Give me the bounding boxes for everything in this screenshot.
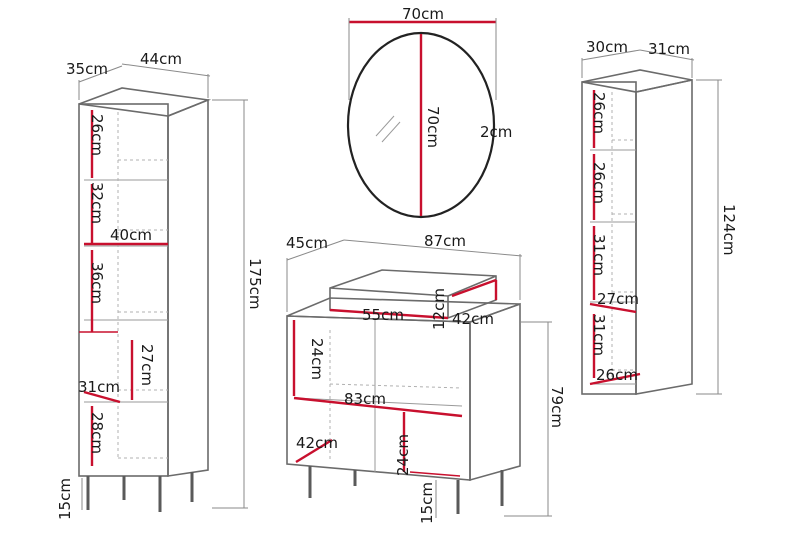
shelf-side [635,79,693,395]
shelf-height-label: 124cm [720,204,738,256]
vanity-width-label: 87cm [424,232,466,250]
vanity-unit: 45cm 87cm 79cm 15cm 55cm 12cm 42cm 24cm … [286,232,566,524]
shelf-bottom-depth-label: 26cm [596,366,638,384]
tall-cabinet-top [78,87,212,117]
vanity-side [469,302,521,482]
mirror-width-label: 70cm [402,5,444,23]
tall-shelf-gap-3-label: 36cm [88,262,106,304]
mirror-height-label: 70cm [424,106,442,148]
shelf-gap-3-label: 31cm [590,234,608,276]
shelf-gap-1-label: 26cm [590,92,608,134]
tall-lower-depth-label: 31cm [78,378,120,396]
vanity-inner-depth-label: 42cm [296,434,338,452]
tall-cabinet-height-label: 175cm [246,258,264,310]
tall-inner-width-label: 40cm [110,226,152,244]
tall-shelf-gap-1-label: 26cm [88,114,106,156]
shelf-gap-4-label: 31cm [590,314,608,356]
mirror-glint [381,121,401,143]
tall-shelf-gap-2-label: 32cm [88,182,106,224]
tall-cabinet-side [167,98,209,477]
shelf-width-label: 31cm [648,40,690,58]
tall-cabinet-leg-label: 15cm [56,478,74,520]
vanity-upper-gap-label: 24cm [308,338,326,380]
vanity-leg-label: 15cm [418,482,436,524]
tall-cabinet-width-label: 44cm [140,50,182,68]
mirror-frame [346,31,496,219]
tall-cabinet-depth-label: 35cm [66,60,108,78]
open-shelf-unit: 30cm 31cm 124cm 26cm 26cm 31cm 27cm 31cm… [581,38,738,395]
tall-door-gap-label: 27cm [138,344,156,386]
shelf-gap-2-label: 26cm [590,162,608,204]
basin-depth-label: 42cm [452,310,494,328]
mirror-glint [375,115,395,137]
basin-height-label: 12cm [430,288,448,330]
shelf-depth-inner-label: 27cm [597,290,639,308]
tall-cabinet: 35cm 44cm 175cm 15cm 26cm 32cm 40cm 36cm… [56,50,264,520]
vanity-height-label: 79cm [548,386,566,428]
basin-width-label: 55cm [362,306,404,324]
round-mirror: 70cm 70cm 2cm [346,5,512,219]
shelf-top [581,69,693,93]
mirror-thickness-label: 2cm [480,123,512,141]
tall-shelf-gap-4-label: 28cm [88,412,106,454]
vanity-inner-width-label: 83cm [344,390,386,408]
shelf-depth-label: 30cm [586,38,628,56]
vanity-depth-label: 45cm [286,234,328,252]
vanity-lower-gap-label: 24cm [394,434,412,476]
